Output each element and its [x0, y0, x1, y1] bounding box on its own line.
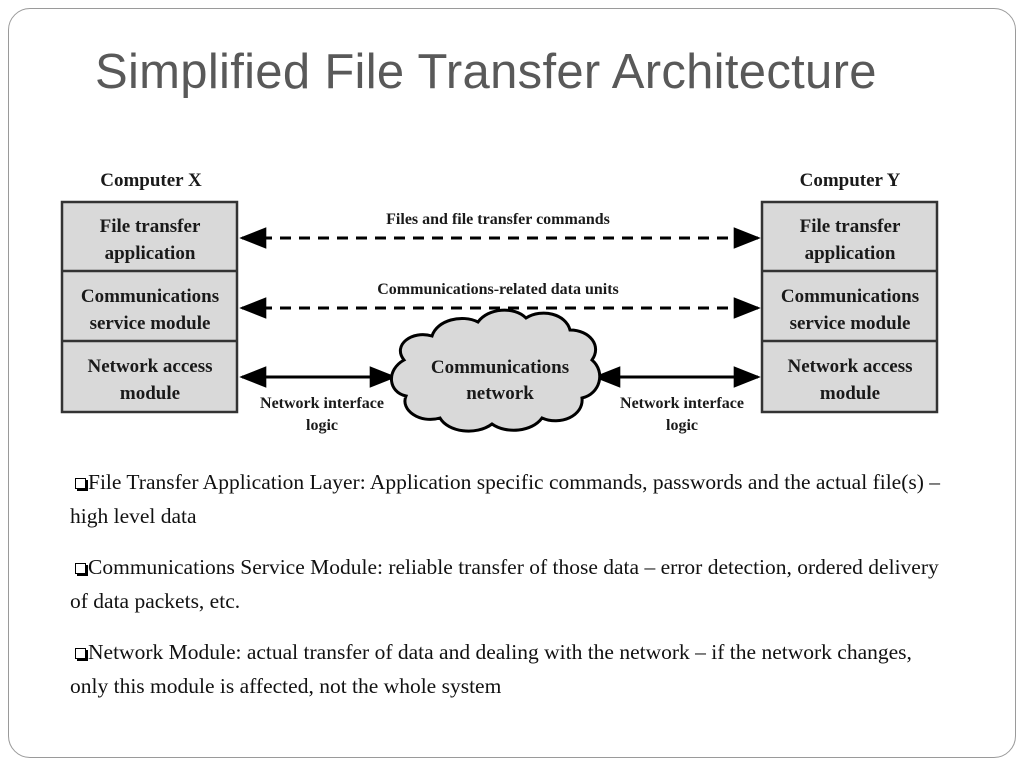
x-layer-comm-line2: service module: [90, 313, 211, 334]
x-layer-comm-line1: Communications: [81, 286, 219, 307]
x-layer-net-line2: module: [120, 383, 180, 404]
right-interface-label-line1: Network interface: [620, 395, 744, 412]
computer-x-stack: File transfer application Communications…: [60, 200, 239, 414]
left-interface-label-line1: Network interface: [260, 395, 384, 412]
y-layer-comm-line2: service module: [790, 313, 911, 334]
bullet-item-application-layer: File Transfer Application Layer: Applica…: [70, 465, 950, 533]
bullet-text: Communications Service Module: reliable …: [70, 555, 939, 613]
x-layer-net-line1: Network access: [87, 356, 212, 377]
architecture-diagram: Computer X File transfer application Com…: [60, 170, 939, 434]
checkbox-bullet-icon: [75, 477, 86, 489]
bullet-text: Network Module: actual transfer of data …: [70, 640, 912, 698]
bullet-item-communications-module: Communications Service Module: reliable …: [70, 550, 950, 618]
right-interface-label-line2: logic: [666, 417, 698, 434]
network-label-line1: Communications: [431, 357, 569, 378]
checkbox-bullet-icon: [75, 647, 86, 659]
y-layer-net-line2: module: [820, 383, 880, 404]
network-cloud: [390, 308, 602, 433]
computer-y-label: Computer Y: [800, 170, 901, 191]
slide-title: Simplified File Transfer Architecture: [95, 45, 877, 99]
y-layer-comm-line1: Communications: [781, 286, 919, 307]
checkbox-bullet-icon: [75, 562, 86, 574]
network-label-line2: network: [466, 383, 534, 404]
bullet-item-network-module: Network Module: actual transfer of data …: [70, 635, 950, 703]
bullet-text: File Transfer Application Layer: Applica…: [70, 470, 941, 528]
computer-y-stack: File transfer application Communications…: [760, 200, 939, 414]
x-layer-app-line1: File transfer: [100, 216, 201, 237]
left-interface-label-line2: logic: [306, 417, 338, 434]
computer-x-label: Computer X: [100, 170, 202, 191]
comm-data-units-label: Communications-related data units: [377, 281, 619, 298]
files-commands-label: Files and file transfer commands: [386, 211, 610, 228]
bullet-list: File Transfer Application Layer: Applica…: [70, 465, 950, 720]
y-layer-app-line2: application: [805, 243, 896, 264]
x-layer-app-line2: application: [105, 243, 196, 264]
y-layer-net-line1: Network access: [787, 356, 912, 377]
y-layer-app-line1: File transfer: [800, 216, 901, 237]
